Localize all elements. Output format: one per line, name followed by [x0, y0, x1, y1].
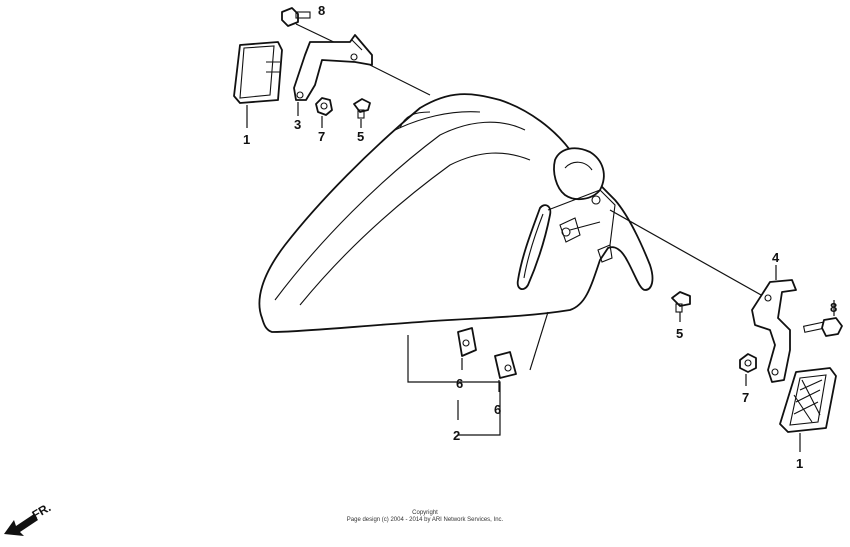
bolt-right[interactable]: [802, 317, 843, 337]
copyright-line-1: Copyright: [412, 510, 438, 516]
bolt-left[interactable]: [281, 7, 311, 27]
clip-a[interactable]: [457, 327, 477, 357]
clip-b[interactable]: [494, 351, 517, 379]
stay-left[interactable]: [293, 34, 373, 101]
reflector-right[interactable]: [779, 367, 837, 433]
copyright-notice: Copyright Page design (c) 2004 - 2014 by…: [300, 510, 550, 524]
callout-screw-right: 5: [676, 326, 683, 341]
callout-nut-right: 7: [742, 390, 749, 405]
callout-clip-b: 6: [494, 402, 501, 417]
callout-fender-assembly: 2: [453, 428, 460, 443]
callout-nut-left: 7: [318, 129, 325, 144]
front-fender[interactable]: [258, 93, 654, 333]
callout-bolt-right: 8: [830, 300, 837, 315]
callout-reflector-right: 1: [796, 456, 803, 471]
callout-screw-left: 5: [357, 129, 364, 144]
callout-clip-a: 6: [456, 376, 463, 391]
screw-right[interactable]: [671, 291, 691, 313]
callout-bolt-left: 8: [318, 3, 325, 18]
copyright-line-2: Page design (c) 2004 - 2014 by ARI Netwo…: [346, 517, 504, 523]
callout-stay-left: 3: [294, 117, 301, 132]
nut-left[interactable]: [315, 97, 333, 116]
screw-left[interactable]: [353, 98, 371, 119]
callout-stay-right: 4: [772, 250, 780, 265]
assembly-lines: [339, 49, 771, 436]
stay-right[interactable]: [751, 279, 797, 383]
callout-reflector-left: 1: [243, 132, 250, 147]
reflector-left[interactable]: [233, 41, 283, 104]
front-direction-arrow-icon: [4, 514, 38, 536]
nut-right[interactable]: [739, 353, 757, 373]
